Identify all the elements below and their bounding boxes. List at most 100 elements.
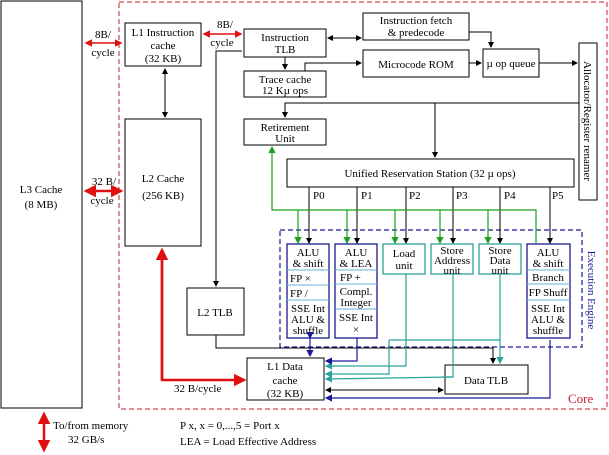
port-label-p3: P3 — [456, 190, 468, 202]
p1-line7: × — [353, 324, 359, 336]
instruction-fetch-block: Instruction fetch & predecode — [362, 12, 470, 41]
port-label-p2: P2 — [409, 190, 421, 202]
port-lines — [306, 187, 553, 244]
p1-line3: FP + — [340, 272, 361, 284]
bandwidth-arrows — [37, 30, 247, 453]
l2-tlb-block: L2 TLB — [186, 287, 245, 336]
retirement-label-2: Unit — [275, 133, 295, 145]
p5-line1: ALU — [537, 247, 560, 259]
p0-line3: FP × — [290, 273, 311, 285]
retirement-feedback-lines — [268, 145, 537, 245]
trace-cache-size: 12 Kµ ops — [262, 85, 308, 97]
l1i-label: L1 Instruction — [132, 27, 195, 39]
instruction-tlb-block: Instruction TLB — [243, 28, 327, 58]
bw-l3-l2-label: 32 B/ — [92, 176, 117, 188]
unit-p5: ALU & shift Branch FP Shuff SSE Int ALU … — [526, 243, 571, 339]
p4-line3: unit — [491, 265, 508, 277]
p0-line2: & shift — [293, 258, 324, 270]
trace-cache-block: Trace cache 12 Kµ ops — [243, 70, 327, 98]
legend-lea: LEA = Load Effective Address — [180, 436, 316, 448]
port-label-p4: P4 — [504, 190, 516, 202]
bw-l1-itlb-label: 8B/ — [217, 19, 234, 31]
itlb-label: Instruction — [261, 32, 309, 44]
allocator-label: Allocator/Register renamer — [581, 61, 593, 181]
allocator-block: Allocator/Register renamer — [578, 42, 598, 201]
retirement-label: Retirement — [261, 122, 310, 134]
l1i-size: (32 KB) — [145, 53, 182, 65]
unit-p4: Store Data unit — [478, 243, 522, 277]
urs-label: Unified Reservation Station (32 µ ops) — [344, 168, 515, 180]
fetch-label: Instruction fetch — [380, 15, 453, 27]
unit-p1: ALU & LEA FP + Compl. Integer SSE Int × — [334, 243, 378, 339]
port-label-p5: P5 — [552, 190, 564, 202]
data-tlb-block: Data TLB — [444, 364, 529, 395]
p5-line5: SSE Int — [531, 303, 565, 315]
writeback-lines — [306, 332, 551, 402]
fetch-label-2: & predecode — [388, 27, 445, 39]
memory-bandwidth: 32 GB/s — [68, 434, 104, 446]
l1d-size: (32 KB) — [267, 388, 304, 400]
unit-p2: Load unit — [382, 243, 426, 275]
p3-line1: Store — [440, 245, 463, 257]
l1d-label: L1 Data — [267, 361, 303, 373]
p2-line2: unit — [395, 260, 412, 272]
p5-line3: Branch — [532, 272, 564, 284]
port-label-p1: P1 — [361, 190, 373, 202]
p1-line2: & LEA — [340, 258, 373, 270]
p0-line5: SSE Int — [291, 303, 325, 315]
l2-cache-block: L2 Cache (256 KB) — [124, 118, 202, 247]
retirement-unit-block: Retirement Unit — [243, 118, 327, 146]
p5-line7: shuffle — [533, 325, 563, 337]
core-label: Core — [568, 391, 594, 406]
p5-line6: ALU & — [531, 314, 565, 326]
l1-data-cache-block: L1 Data cache (32 KB) — [246, 357, 325, 401]
microcode-label: Microcode ROM — [378, 59, 454, 71]
p1-line4: Compl. — [340, 286, 373, 298]
control-flow-lines — [162, 31, 579, 393]
p0-line7: shuffle — [293, 325, 323, 337]
p1-line5: Integer — [340, 297, 371, 309]
microcode-rom-block: Microcode ROM — [362, 49, 470, 78]
l2-size: (256 KB) — [142, 190, 184, 202]
memory-label: To/from memory — [53, 420, 129, 432]
bw-l3-l2-label-2: cycle — [90, 195, 113, 207]
reservation-station-block: Unified Reservation Station (32 µ ops) — [286, 158, 575, 188]
trace-cache-label: Trace cache — [259, 74, 312, 86]
uop-queue-block: µ op queue — [482, 48, 540, 78]
p1-line1: ALU — [345, 247, 368, 259]
l3-cache-label: L3 Cache — [20, 184, 63, 196]
l1-instruction-cache-block: L1 Instruction cache (32 KB) — [124, 22, 202, 67]
uop-queue-label: µ op queue — [486, 58, 535, 70]
dtlb-label: Data TLB — [464, 375, 508, 387]
itlb-label-2: TLB — [275, 44, 296, 56]
core-region — [118, 1, 608, 410]
l1i-label-2: cache — [150, 40, 175, 52]
p3-line2: Address — [434, 255, 470, 267]
bw-l3-l1-label-2: cycle — [91, 47, 114, 59]
l1d-label-2: cache — [272, 375, 297, 387]
p5-line2: & shift — [533, 258, 564, 270]
execution-engine-region — [279, 229, 583, 348]
p0-line6: ALU & — [291, 314, 325, 326]
l2-label: L2 Cache — [142, 173, 185, 185]
bw-l2-l1d-label: 32 B/cycle — [174, 383, 221, 395]
p5-line4: FP Shuff — [529, 287, 568, 299]
p1-line6: SSE Int — [339, 312, 373, 324]
p3-line3: unit — [443, 265, 460, 277]
bw-l1-itlb-label-2: cycle — [210, 37, 233, 49]
p0-line4: FP / — [290, 288, 309, 300]
execution-engine-label: Execution Engine — [585, 251, 597, 330]
load-store-lines — [324, 274, 504, 383]
legend-ports: P x, x = 0,...,5 = Port x — [180, 420, 280, 432]
p2-line1: Load — [393, 248, 416, 260]
p0-line1: ALU — [297, 247, 320, 259]
unit-p3: Store Address unit — [430, 243, 474, 277]
unit-p0: ALU & shift FP × FP / SSE Int ALU & shuf… — [286, 243, 330, 339]
p4-line2: Data — [490, 255, 511, 267]
bw-l3-l1-label: 8B/ — [95, 29, 112, 41]
l2-tlb-label: L2 TLB — [197, 307, 233, 319]
l3-cache-block: L3 Cache (8 MB) — [0, 0, 83, 409]
port-label-p0: P0 — [313, 190, 325, 202]
l3-cache-size: (8 MB) — [25, 199, 58, 211]
